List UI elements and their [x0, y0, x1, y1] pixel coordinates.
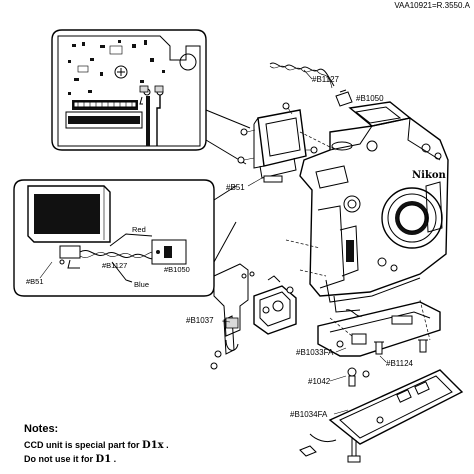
- n1042-label: #1042: [308, 377, 331, 386]
- notes-title: Notes:: [24, 423, 58, 435]
- mid-plate-b1033fa: [317, 301, 441, 357]
- document-code: VAA10921=R.3550.A: [394, 1, 470, 10]
- b1037-label: #B1037: [186, 316, 214, 325]
- bottom-plate-b1034fa: [299, 369, 464, 463]
- connector-b1050-top: [335, 89, 353, 107]
- blue-wire-label: Blue: [134, 280, 149, 289]
- notes-line-1: CCD unit is special part for D1x .: [24, 440, 169, 451]
- screw-icon: [237, 102, 318, 164]
- b51-inset-label: #B51: [26, 277, 44, 286]
- shield-plate: [210, 263, 255, 370]
- shutter-bracket: [253, 275, 297, 335]
- b1050-inset-label: #B1050: [164, 265, 190, 274]
- ccd-bracket: [237, 102, 337, 183]
- screw-b1124: [374, 339, 428, 355]
- b1050-top-label: #B1050: [356, 94, 384, 103]
- notes-line-2: Do not use it for D1 .: [24, 454, 116, 465]
- twisted-wire-top: [269, 62, 335, 89]
- red-wire-label: Red: [132, 225, 146, 234]
- brand-logo: Nikon: [412, 170, 447, 181]
- board-detail-inset: [51, 29, 207, 151]
- b51-label: #B51: [226, 183, 245, 192]
- b1127-inset-label: #B1127: [102, 261, 127, 270]
- ccd-wiring-inset: [13, 179, 237, 297]
- b1033fa-label: #B1033FA: [296, 348, 334, 357]
- b1127-top-label: #B1127: [312, 75, 340, 84]
- b1034fa-label: #B1034FA: [290, 410, 328, 419]
- notes-block: Notes: CCD unit is special part for D1x …: [24, 423, 169, 465]
- camera-body: Nikon: [299, 101, 449, 313]
- inset-leader-top: [205, 109, 251, 165]
- screw-1042: [347, 367, 370, 387]
- b1124-label: #B1124: [386, 359, 414, 368]
